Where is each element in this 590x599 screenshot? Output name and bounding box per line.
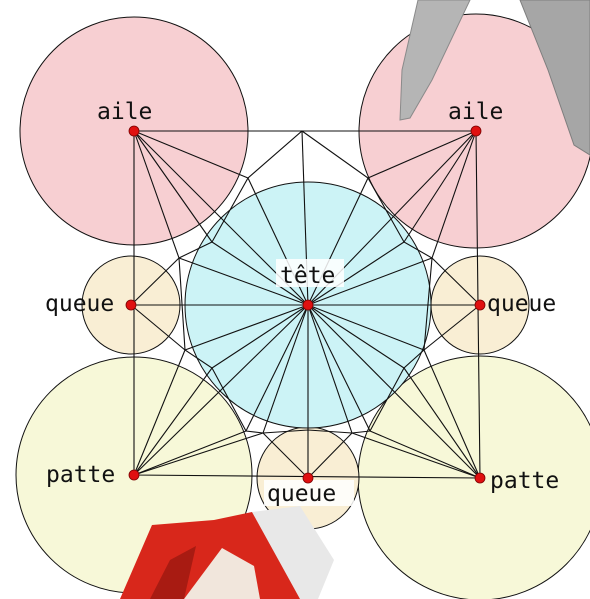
point-leg-right (475, 473, 485, 483)
point-head (303, 300, 313, 310)
label-tail-left: queue (45, 291, 114, 317)
label-tail-bottom: queue (267, 481, 336, 507)
point-tail-bottom (303, 473, 313, 483)
label-leg-right: patte (490, 468, 559, 494)
label-head: tête (280, 263, 335, 289)
point-wing-left (129, 126, 139, 136)
point-wing-right (471, 126, 481, 136)
point-leg-left (129, 470, 139, 480)
label-wing-left: aile (97, 99, 152, 125)
label-wing-right: aile (448, 99, 503, 125)
label-leg-left: patte (46, 462, 115, 488)
point-tail-right (475, 300, 485, 310)
point-tail-left (126, 300, 136, 310)
label-tail-right: queue (487, 291, 556, 317)
